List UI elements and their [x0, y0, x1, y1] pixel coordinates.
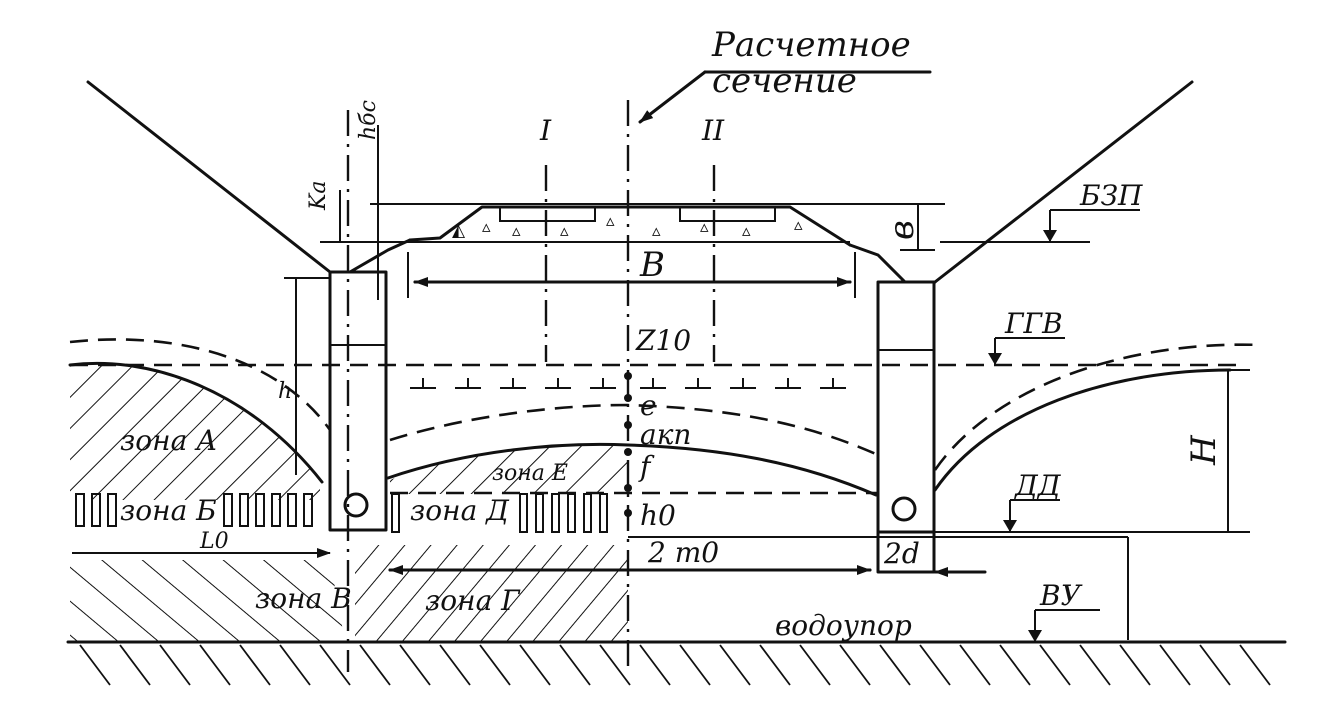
h0-label: h0 [640, 499, 676, 532]
left-depression-dashed [69, 338, 332, 431]
zone-g-label: зона Г [425, 584, 521, 617]
axis-ii-label: II [701, 114, 725, 147]
right-slope [933, 80, 1194, 284]
center-depression-dashed [389, 403, 879, 457]
dim-h-label: H [1184, 434, 1224, 466]
zone-e-area [390, 445, 628, 494]
svg-text:▵: ▵ [606, 211, 615, 231]
labels: Расчетное сечение I II БЗП ГГВ ДД ВУ вод… [120, 25, 1224, 642]
dim-b-label: B [639, 245, 665, 285]
right-depression-dashed [933, 343, 1263, 471]
zone-a-label: зона А [120, 424, 217, 457]
svg-text:▵: ▵ [742, 221, 751, 241]
center-depression-curve [386, 442, 878, 497]
axis-i-label: I [539, 114, 552, 147]
hbc-label: hбс [356, 100, 381, 140]
h-label: h [278, 379, 292, 404]
zone-d-label: зона Д [410, 494, 510, 527]
zone-v-area [70, 560, 345, 642]
svg-text:▵: ▵ [512, 221, 521, 241]
right-trench [848, 243, 937, 574]
section-label-line2: сечение [712, 61, 857, 101]
zone-v-label: зона В [255, 582, 352, 615]
svg-text:▵: ▵ [652, 221, 661, 241]
zone-e-label: зона Е [492, 461, 568, 486]
right-depression-curve [933, 368, 1232, 492]
svg-text:▵: ▵ [700, 217, 709, 237]
svg-text:◭: ◭ [452, 221, 466, 241]
bzp-label: БЗП [1079, 179, 1143, 212]
zone-b-strips [75, 493, 313, 527]
ggv-label: ГГВ [1004, 307, 1063, 340]
akp-label: aкп [640, 418, 691, 451]
section-pointer-arrow [638, 70, 707, 124]
l0-label: L0 [199, 529, 229, 554]
center-points [624, 372, 632, 517]
vodoupor-label: водоупор [775, 609, 912, 642]
svg-text:▵: ▵ [560, 221, 569, 241]
svg-text:▵: ▵ [794, 215, 803, 235]
left-slope [86, 80, 332, 274]
left-trench [328, 238, 412, 532]
e-label: e [640, 389, 657, 422]
z10-label: Z10 [635, 324, 691, 357]
ground-hatch [66, 640, 1287, 686]
vu-label: ВУ [1039, 579, 1083, 612]
road-embankment: ◭ ▵ ▵ ▵ ▵ ▵ ▵ ▵ ▵ [370, 203, 945, 247]
m0-label: 2 m0 [647, 536, 719, 569]
capillary-marks [410, 378, 846, 389]
section-label-line1: Расчетное [711, 25, 911, 65]
ka-label: Ka [306, 180, 331, 211]
zone-a-area [70, 363, 320, 500]
two-d-label: 2d [883, 537, 920, 570]
svg-text:▵: ▵ [482, 217, 491, 237]
dd-label: ДД [1013, 469, 1062, 502]
dim-b-small-label: в [882, 220, 922, 240]
f-label: f [638, 450, 655, 483]
zone-b-label: зона Б [120, 494, 217, 527]
